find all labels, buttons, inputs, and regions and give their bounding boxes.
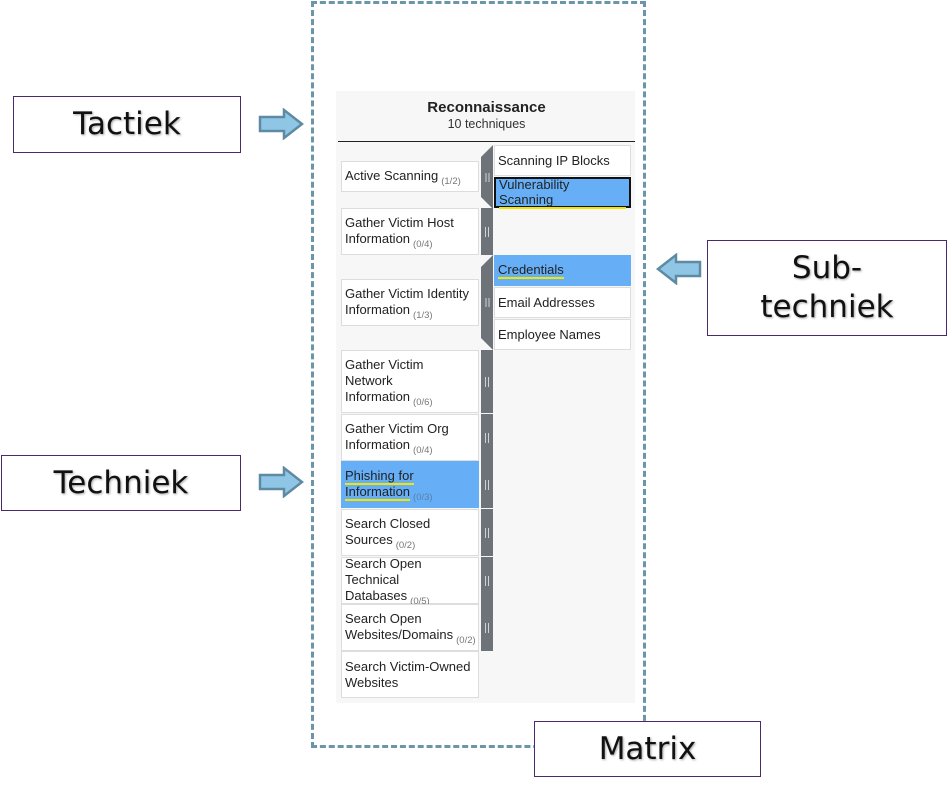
subtechnique-cell-selected[interactable]: Credentials — [494, 255, 631, 286]
matrix-annotation-text: Matrix — [598, 730, 697, 767]
subtechnique-cell-selected[interactable]: Vulnerability Scanning — [494, 177, 631, 209]
grip-icon — [485, 226, 489, 237]
tactic-name: Reconnaissance — [427, 99, 546, 116]
subtechnique-count: (0/4) — [413, 238, 433, 250]
subtechnique-count: (0/6) — [413, 396, 433, 408]
subtechnique-name: Scanning IP Blocks — [498, 153, 610, 168]
arrow-left-icon — [656, 253, 702, 285]
subtechnique-cell[interactable]: Email Addresses — [494, 287, 631, 318]
tactic-annotation: Tactiek — [13, 96, 241, 153]
subtechnique-count: (0/2) — [395, 539, 416, 551]
grip-icon — [485, 479, 489, 490]
subtechnique-name: Credentials — [498, 262, 564, 279]
technique-name: Active Scanning — [345, 167, 439, 183]
technique-cell[interactable]: Active Scanning(1/2) — [341, 161, 479, 192]
subtechnique-cell[interactable]: Employee Names — [494, 319, 631, 350]
tactic-header[interactable]: Reconnaissance 10 techniques — [338, 91, 635, 142]
arrow-right-icon — [258, 108, 304, 140]
subtechnique-toggle-handle[interactable] — [481, 461, 493, 508]
subtechnique-annotation: Sub- techniek — [707, 240, 947, 336]
matrix-panel: Reconnaissance 10 techniques Active Scan… — [336, 91, 635, 703]
subtechnique-name: Employee Names — [498, 327, 601, 342]
subtechnique-annotation-line2: techniek — [760, 289, 894, 325]
subtechnique-count: (0/2) — [456, 634, 476, 646]
technique-annotation-text: Techniek — [53, 464, 189, 501]
subtechnique-toggle-handle[interactable] — [481, 145, 493, 209]
subtechnique-cell[interactable]: Scanning IP Blocks — [494, 145, 631, 176]
subtechnique-count: (1/3) — [413, 309, 433, 321]
subtechnique-annotation-line1: Sub- — [791, 250, 863, 287]
subtechnique-toggle-handle[interactable] — [481, 509, 493, 556]
grip-icon — [485, 376, 489, 387]
subtechnique-toggle-handle[interactable] — [481, 414, 493, 461]
subtechnique-count: (1/2) — [441, 175, 461, 187]
subtechnique-toggle-handle[interactable] — [481, 604, 493, 651]
grip-icon — [485, 575, 489, 586]
subtechnique-toggle-handle[interactable] — [481, 350, 493, 413]
tactic-technique-count: 10 techniques — [447, 117, 526, 131]
subtechnique-toggle-handle[interactable] — [481, 208, 493, 255]
matrix-annotation: Matrix — [534, 721, 761, 777]
tactic-annotation-text: Tactiek — [73, 106, 181, 143]
arrow-right-icon — [258, 466, 304, 498]
subtechnique-count: (0/5) — [410, 595, 430, 607]
matrix-frame — [311, 1, 646, 748]
subtechnique-toggle-handle[interactable] — [481, 557, 493, 604]
subtechnique-name: Email Addresses — [498, 295, 595, 310]
subtechnique-count: (0/3) — [413, 491, 433, 503]
subtechnique-toggle-handle[interactable] — [481, 255, 493, 350]
subtechnique-count: (0/4) — [413, 444, 433, 456]
grip-icon — [485, 527, 489, 538]
grip-icon — [485, 432, 489, 443]
technique-annotation: Techniek — [1, 455, 241, 511]
subtechnique-name: Vulnerability Scanning — [499, 177, 626, 209]
grip-icon — [485, 622, 489, 633]
